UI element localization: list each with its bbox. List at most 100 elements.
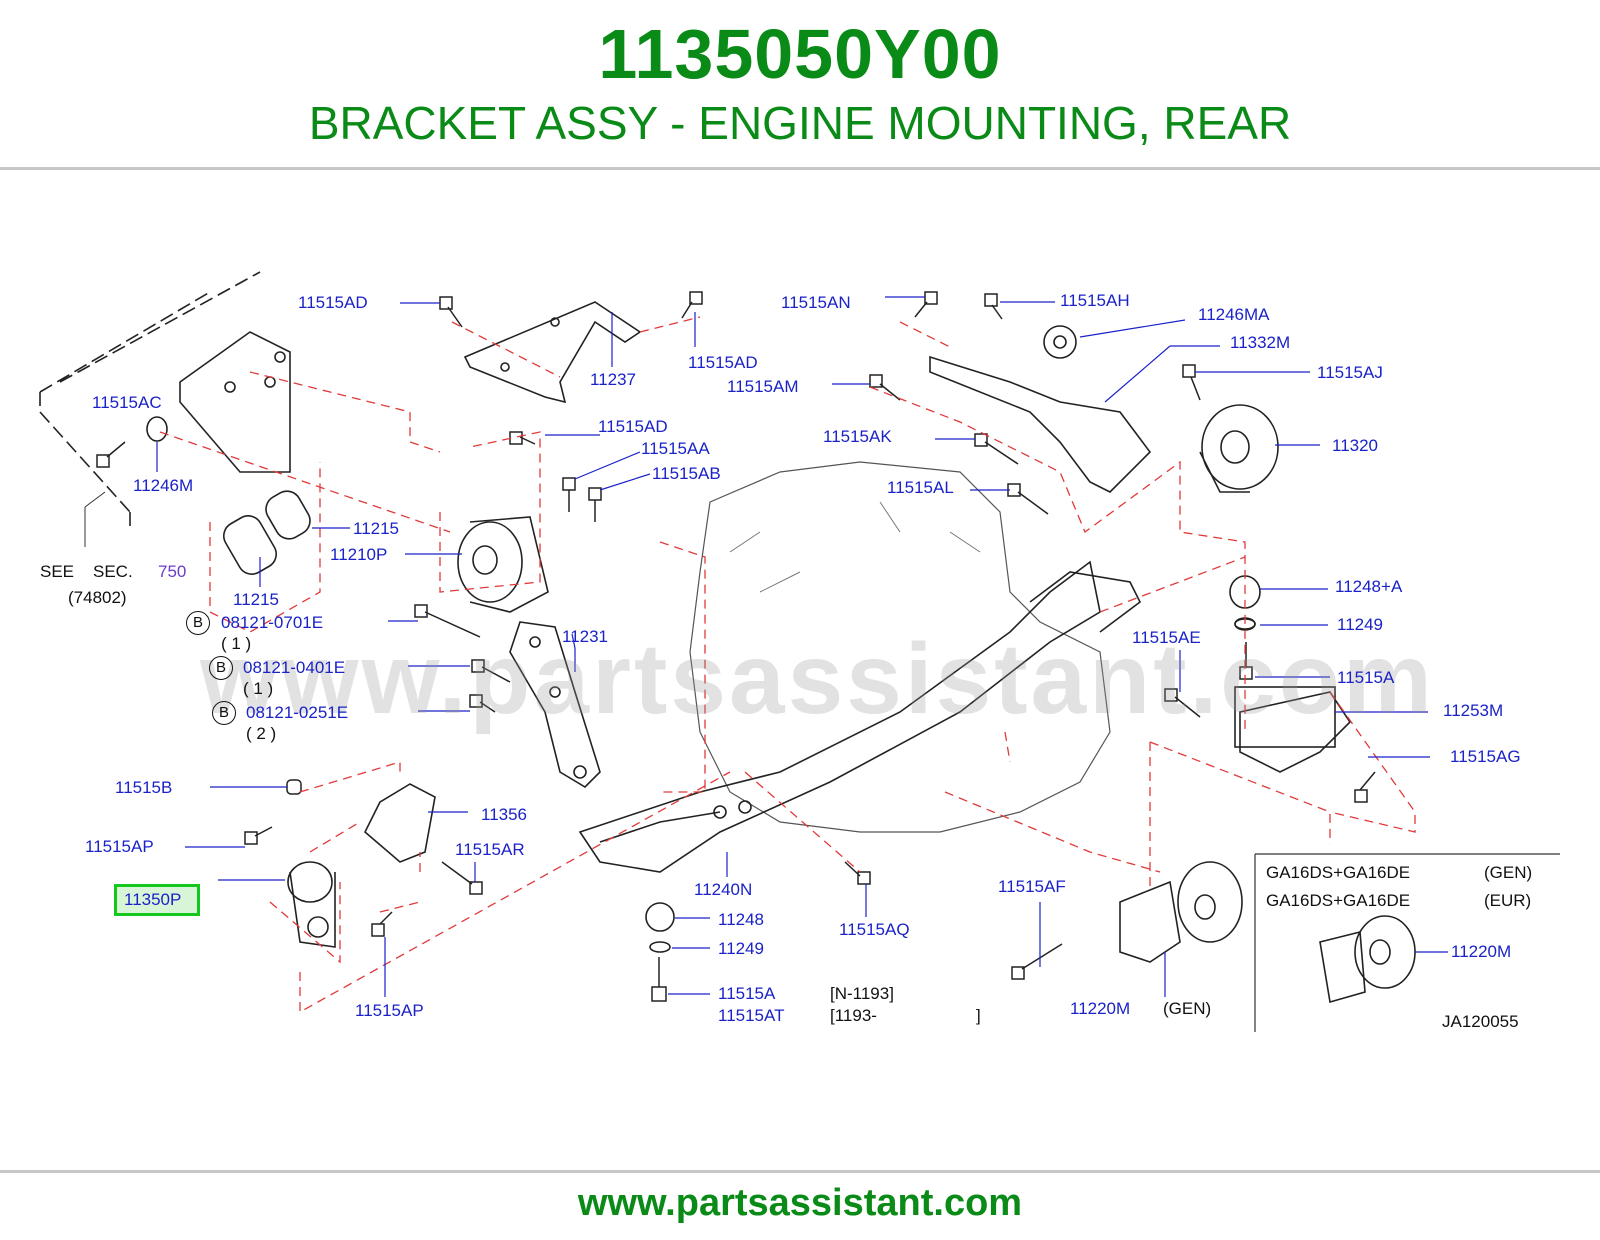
variant-1-region: (GEN) [1484, 863, 1533, 882]
callout-08121-0701e[interactable]: 08121-0701E [221, 613, 324, 632]
bracket-11356 [364, 783, 436, 863]
callout-11515ad-2[interactable]: 11515AD [688, 353, 758, 372]
callout-08121-0251e[interactable]: 08121-0251E [246, 703, 349, 722]
bolt-08121-0251e [469, 694, 496, 713]
callout-11515ad-3[interactable]: 11515AD [598, 417, 668, 436]
insulator-11215-b [265, 490, 311, 540]
bolt-11515ad-right [681, 291, 703, 319]
callout-11515ar[interactable]: 11515AR [455, 840, 525, 859]
callout-11220m-eur[interactable]: 11220M [1451, 942, 1512, 961]
callout-11350p[interactable]: 11350P [124, 890, 182, 909]
callout-11332m[interactable]: 11332M [1230, 333, 1291, 352]
callout-08121-0401e[interactable]: 08121-0401E [243, 658, 346, 677]
bolt-11515ab [588, 487, 602, 522]
bolt-11515aq [844, 861, 871, 885]
bolt-11515ac [96, 441, 126, 468]
callout-11249[interactable]: 11249 [718, 939, 765, 958]
serial-range-2-end: ] [976, 1006, 981, 1025]
footer-url[interactable]: www.partsassistant.com [577, 1182, 1023, 1224]
callout-11515a-bottom[interactable]: 11515A [718, 984, 776, 1003]
callout-11240n[interactable]: 11240N [694, 880, 753, 899]
callout-11231[interactable]: 11231 [562, 627, 609, 646]
callout-11515al[interactable]: 11515AL [887, 478, 954, 497]
bracket-11332m [929, 355, 1152, 493]
mount-11220m-gen [1119, 861, 1243, 963]
bolt-11515ap-top [244, 826, 273, 845]
callout-11515aq[interactable]: 11515AQ [839, 920, 910, 939]
bolt-11515ae [1164, 688, 1201, 718]
callout-11220m-gen[interactable]: 11220M [1070, 999, 1131, 1018]
variant-2-engine: GA16DS+GA16DE [1266, 891, 1411, 910]
see-label: SEE [40, 562, 75, 581]
callout-11246ma[interactable]: 11246MA [1198, 305, 1270, 324]
bolt-marker-b-1: B [186, 611, 210, 635]
mount-11320 [1199, 404, 1279, 493]
callout-11210p[interactable]: 11210P [330, 545, 388, 564]
bolt-11515ar [441, 861, 483, 895]
callout-11515ap-1[interactable]: 11515AP [85, 837, 154, 856]
spacer-11246m [146, 416, 168, 442]
serial-range-1: [N-1193] [830, 984, 894, 1003]
mount-11220m-eur [1319, 915, 1416, 1004]
bolt-11515ap-bottom [371, 911, 393, 937]
callout-11246m[interactable]: 11246M [133, 476, 194, 495]
bolt-11515ad-top [439, 296, 463, 328]
header-divider [0, 167, 1600, 170]
callout-11515an[interactable]: 11515AN [781, 293, 851, 312]
bolt-11515aj [1182, 364, 1201, 401]
callout-11515ap-2[interactable]: 11515AP [355, 1001, 424, 1020]
watermark: www.partsassistant.com [200, 623, 1435, 735]
bolt-11515a-right [1239, 642, 1253, 680]
bolt-11515am [869, 374, 901, 401]
callout-11320[interactable]: 11320 [1332, 436, 1379, 455]
nut-11515b [286, 779, 302, 795]
callout-11515a-right[interactable]: 11515A [1337, 668, 1395, 687]
bolt-08121-0401e [471, 659, 511, 683]
bolt-11515ah [984, 293, 1003, 320]
callout-11249-right[interactable]: 11249 [1337, 615, 1384, 634]
highlighted-part-box[interactable] [114, 884, 200, 916]
callout-11215-a[interactable]: 11215 [353, 519, 400, 538]
callout-11515ad-1[interactable]: 11515AD [298, 293, 368, 312]
qty-08121-0251e: ( 2 ) [246, 724, 277, 743]
washer-11249 [649, 941, 671, 953]
bolt-11515ad-mid [509, 431, 536, 445]
serial-range-2: [1193- [830, 1006, 877, 1025]
diagram-drawing [39, 271, 1560, 1032]
callout-11515at[interactable]: 11515AT [718, 1006, 785, 1025]
variant-1-engine: GA16DS+GA16DE [1266, 863, 1411, 882]
bracket-11237 [463, 301, 642, 404]
bolt-11515ag [1354, 771, 1376, 803]
footer-divider [0, 1170, 1600, 1173]
callout-11515ag[interactable]: 11515AG [1450, 747, 1521, 766]
gen-label: (GEN) [1163, 999, 1212, 1018]
qty-08121-0401e: ( 1 ) [243, 679, 274, 698]
bolt-marker-b-3: B [212, 701, 236, 725]
callout-11515ab[interactable]: 11515AB [652, 464, 721, 483]
callout-11515ae[interactable]: 11515AE [1132, 628, 1201, 647]
callout-11253m[interactable]: 11253M [1443, 701, 1504, 720]
callout-11248[interactable]: 11248 [718, 910, 765, 929]
callout-11515ac[interactable]: 11515AC [92, 393, 162, 412]
callout-11515am[interactable]: 11515AM [727, 377, 799, 396]
callout-11237[interactable]: 11237 [590, 370, 637, 389]
callout-11356[interactable]: 11356 [481, 805, 528, 824]
callout-11215-b[interactable]: 11215 [233, 590, 280, 609]
insulator-11215-a [223, 515, 277, 575]
callout-11515ak[interactable]: 11515AK [823, 427, 892, 446]
part-title: BRACKET ASSY - ENGINE MOUNTING, REAR [308, 97, 1292, 149]
section-reference: (74802) [68, 588, 127, 607]
callout-11515b[interactable]: 11515B [115, 778, 173, 797]
callout-11515ah[interactable]: 11515AH [1060, 291, 1130, 310]
part-number: 1135050Y00 [598, 15, 1002, 93]
variant-2-region: (EUR) [1484, 891, 1532, 910]
bolt-11515aa [562, 477, 576, 512]
callout-11515aa[interactable]: 11515AA [641, 439, 710, 458]
bolt-11515al [1007, 483, 1049, 515]
callout-11515aj[interactable]: 11515AJ [1317, 363, 1383, 382]
diagram-code: JA120055 [1442, 1012, 1519, 1031]
callout-11515af[interactable]: 11515AF [998, 877, 1066, 896]
callout-11248-a[interactable]: 11248+A [1335, 577, 1403, 596]
sec-label: SEC. [93, 562, 133, 581]
section-number[interactable]: 750 [158, 562, 187, 581]
